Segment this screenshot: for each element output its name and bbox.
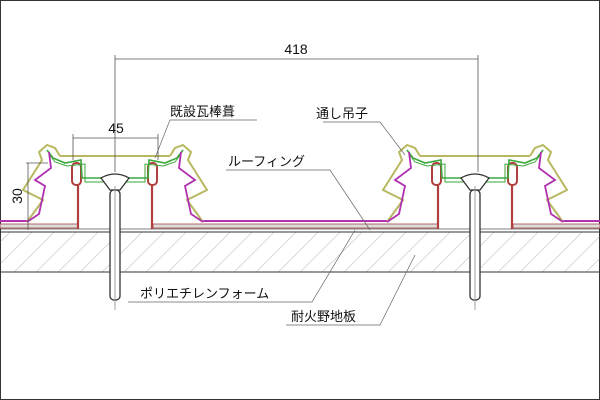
dimension-cap-width: 45 [108, 120, 124, 136]
dimension-pitch: 418 [284, 41, 308, 57]
roof-panels [0, 220, 600, 229]
label-fireproof-sheathing: 耐火野地板 [291, 310, 356, 325]
fireproof-sheathing-board [0, 232, 600, 272]
label-through-clip: 通し吊子 [316, 107, 368, 122]
label-polyethylene-foam: ポリエチレンフォーム [140, 287, 269, 302]
dimension-418 [114, 55, 479, 172]
label-existing-roof: 既設瓦棒葺 [170, 104, 235, 120]
dimension-30 [26, 162, 48, 230]
dimension-height: 30 [9, 188, 25, 204]
label-roofing: ルーフィング [228, 155, 305, 170]
leader-lines [128, 119, 416, 326]
dimension-45 [72, 134, 159, 160]
